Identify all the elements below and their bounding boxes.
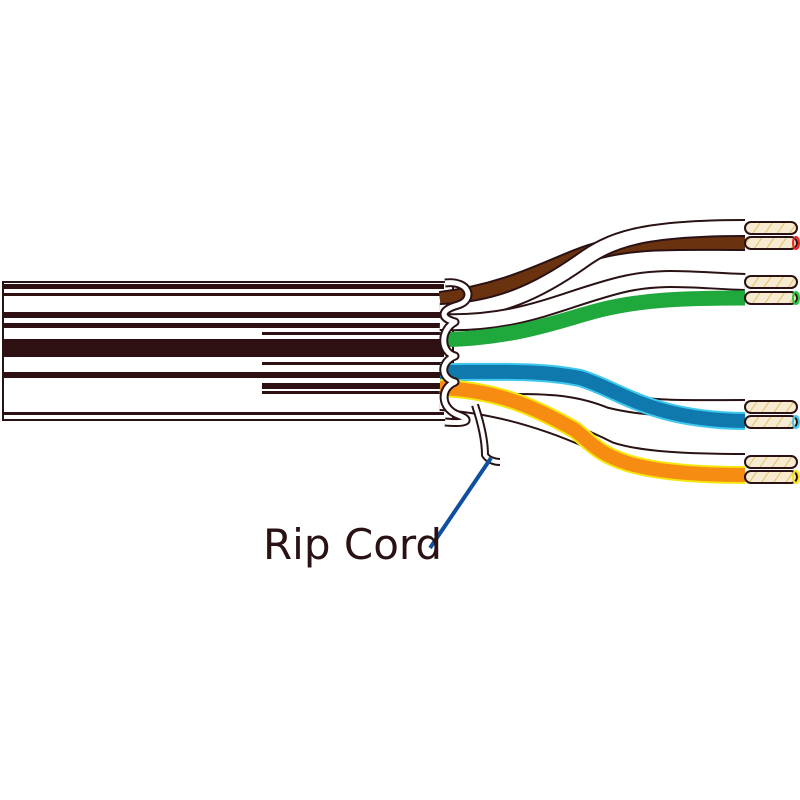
rip-cord-leader-line xyxy=(428,456,493,550)
conductor-blue-white xyxy=(744,400,798,414)
conductor-ends xyxy=(744,221,800,484)
conductor-blue xyxy=(744,415,800,429)
conductor-brown xyxy=(744,236,800,250)
brown-pair xyxy=(438,219,746,321)
conductor-green-white xyxy=(744,275,798,289)
green-pair xyxy=(439,270,746,348)
conductor-brown-white xyxy=(744,221,798,235)
cable-jacket xyxy=(2,281,454,421)
conductor-green xyxy=(744,291,800,305)
orange-pair xyxy=(439,379,746,484)
jacket-end-cap xyxy=(439,278,473,427)
rip-cord-label: Rip Cord xyxy=(263,520,443,569)
rip-cord xyxy=(471,403,501,466)
conductor-orange-white xyxy=(744,455,798,469)
blue-pair xyxy=(439,362,746,430)
conductor-orange xyxy=(744,470,800,484)
